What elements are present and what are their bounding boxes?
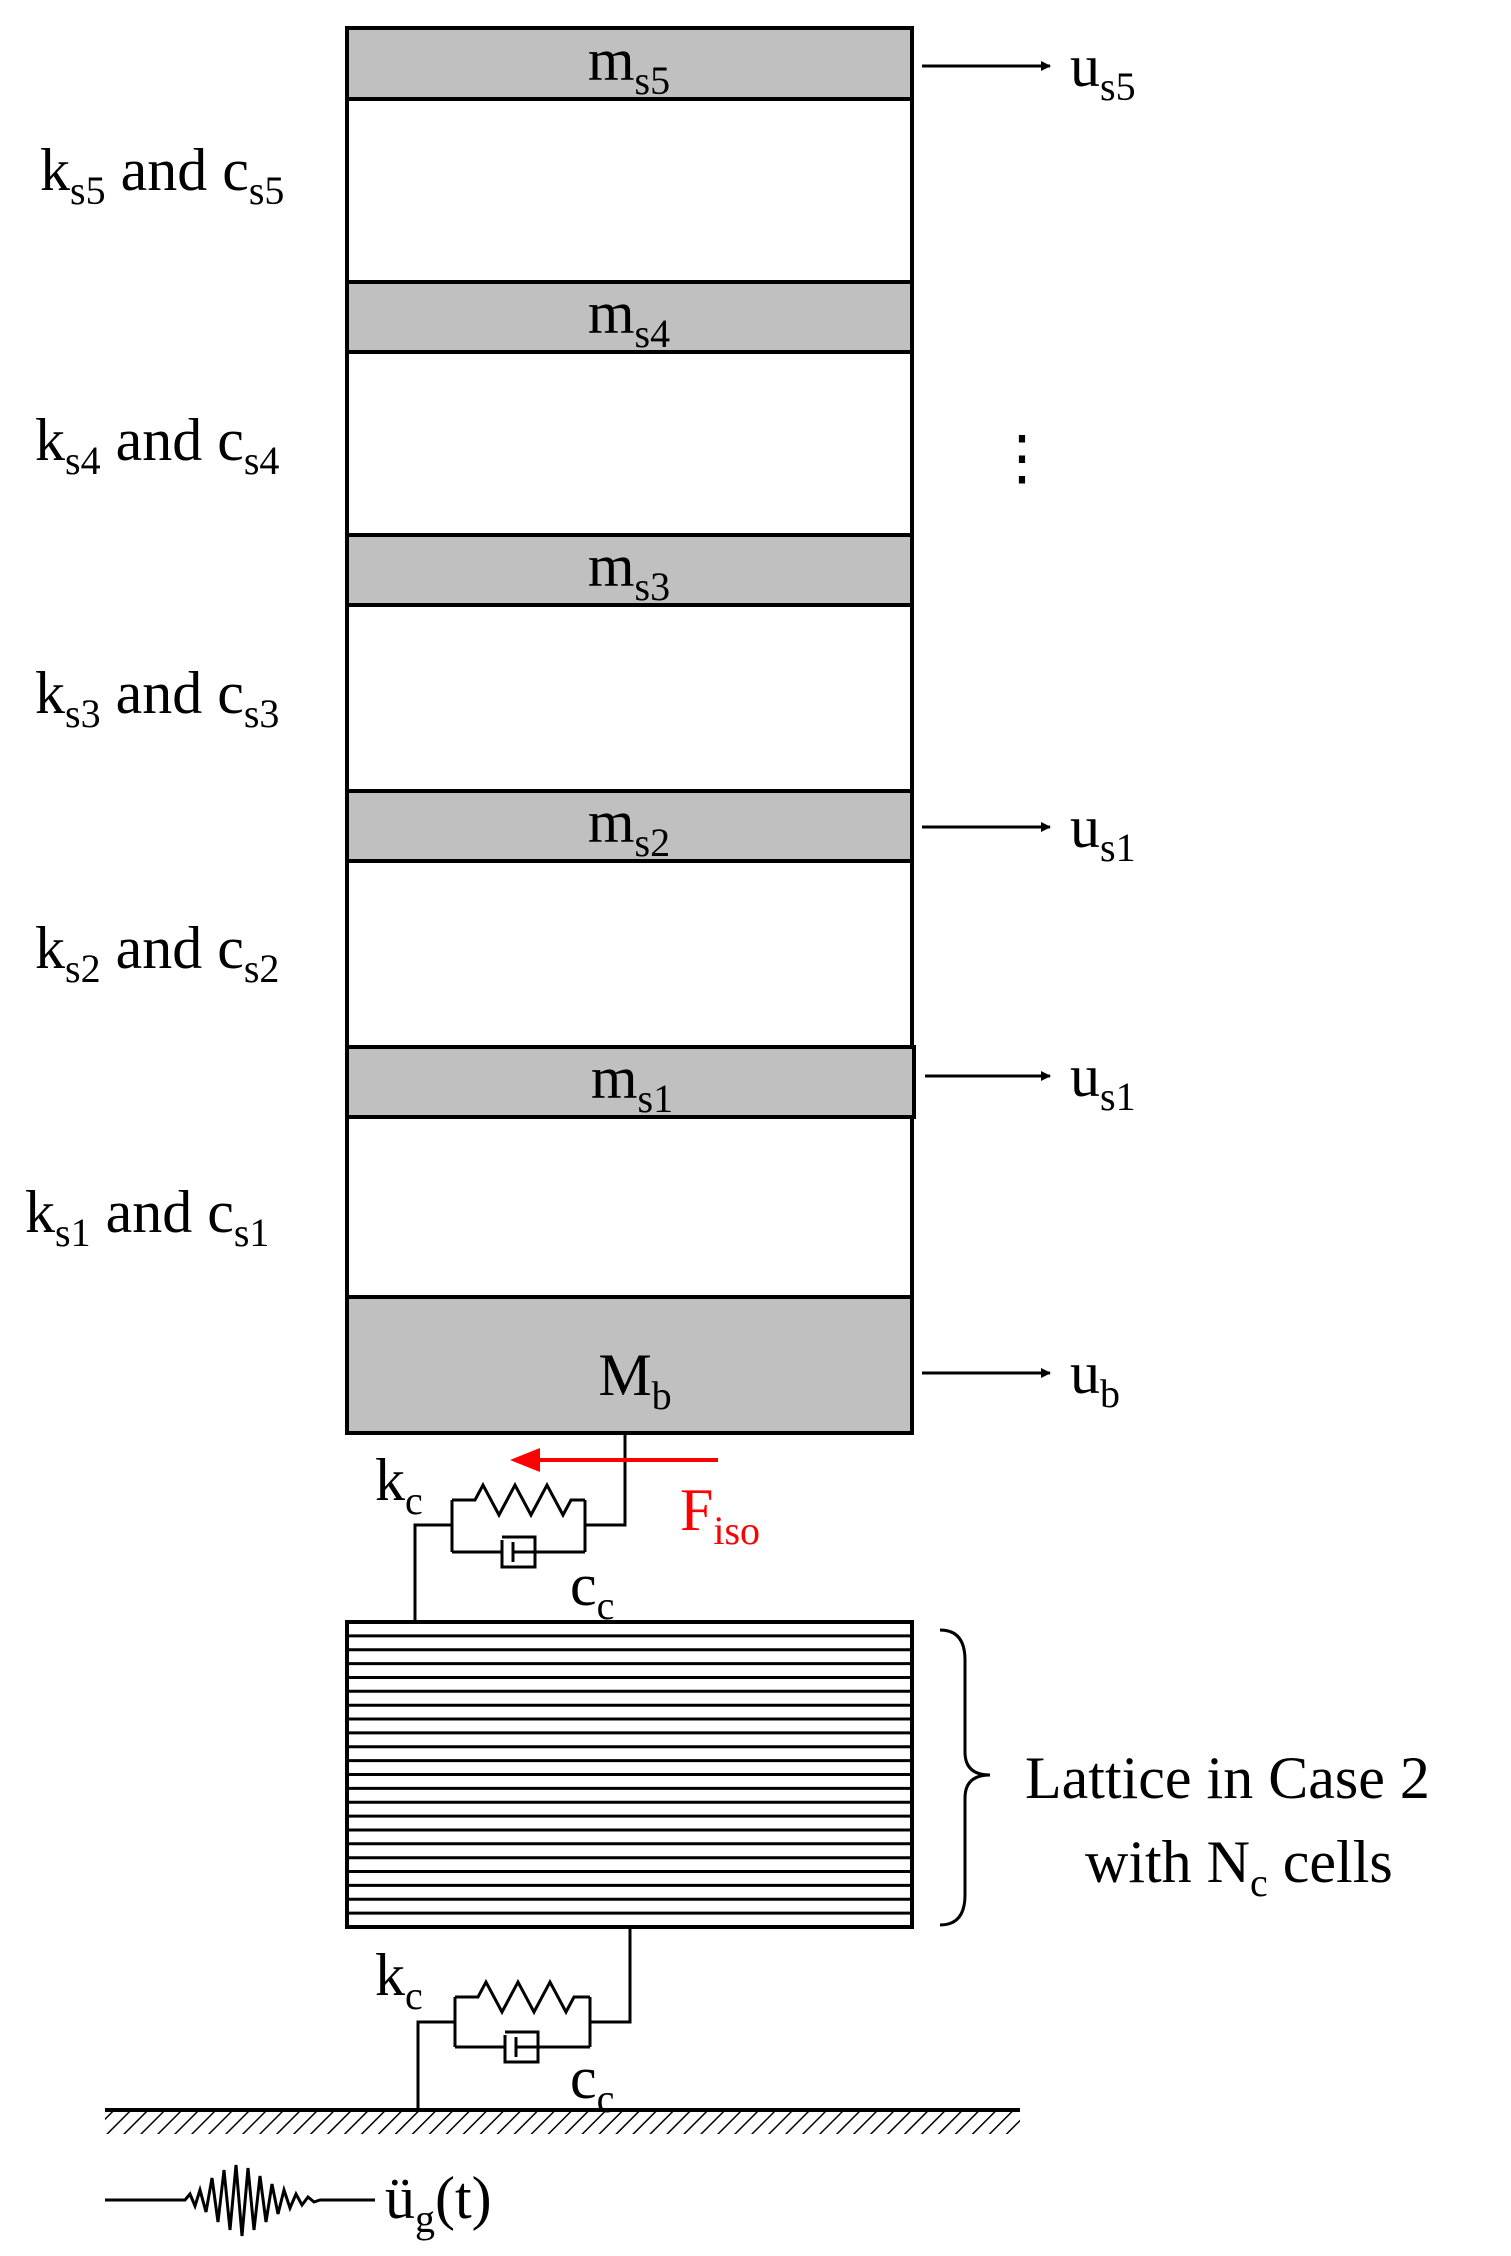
floor-mass-4-base: m: [588, 280, 635, 346]
floor-mass-2-base: m: [588, 789, 635, 855]
svg-text:us1: us1: [1070, 1043, 1136, 1119]
story-label-4: ks4 and cs4: [35, 407, 279, 483]
floor-mass-1-sub: s1: [638, 1076, 674, 1121]
svg-text:ms1: ms1: [591, 1045, 673, 1121]
lattice-brace: [939, 1628, 991, 1927]
floor-mass-4-sub: s4: [635, 311, 671, 356]
bottom-connector: [416, 1927, 632, 2110]
svg-text:Mb: Mb: [598, 1342, 671, 1418]
base-mass-base: M: [598, 1342, 651, 1408]
bottom-spring-label: kc: [375, 1942, 423, 2018]
lattice-block: [345, 1620, 914, 1929]
floor-mass-5: ms5: [345, 26, 914, 103]
svg-text:ms5: ms5: [588, 27, 670, 103]
floor-mass-1: ms1: [345, 1045, 916, 1121]
floor-mass-5-base: m: [588, 27, 635, 93]
top-spring-label: kc: [375, 1447, 423, 1523]
ground-acceleration-label: üg(t): [385, 2165, 492, 2241]
floor-mass-3-sub: s3: [635, 564, 671, 609]
ground-excitation-signal: [105, 2164, 375, 2237]
svg-text:ub: ub: [1070, 1340, 1120, 1416]
floor-mass-5-sub: s5: [635, 58, 671, 103]
story-label-3: ks3 and cs3: [35, 660, 279, 736]
floor-mass-1-base: m: [591, 1045, 638, 1111]
base-mass-sub: b: [652, 1373, 672, 1418]
story-label-1: ks1 and cs1: [25, 1179, 269, 1255]
lattice-label-line1: Lattice in Case 2: [1025, 1745, 1430, 1811]
floor-mass-2-sub: s2: [635, 820, 671, 865]
ground: [105, 2108, 1020, 2134]
svg-text:us1: us1: [1070, 794, 1136, 870]
isolation-force-arrow: [510, 1448, 718, 1472]
story-label-5: ks5 and cs5: [40, 137, 284, 213]
vertical-ellipsis: ⋮: [992, 425, 1052, 491]
svg-text:ms2: ms2: [588, 789, 670, 865]
building-frame: [345, 26, 914, 1435]
svg-text:ms3: ms3: [588, 533, 670, 609]
top-damper-label: cc: [570, 1552, 614, 1628]
floor-mass-2: ms2: [345, 789, 914, 865]
isolation-force-label: Fiso: [680, 1477, 760, 1553]
svg-text:us5: us5: [1070, 33, 1136, 109]
floor-mass-3-base: m: [588, 533, 635, 599]
svg-text:ms4: ms4: [588, 280, 670, 356]
floor-mass-3: ms3: [345, 533, 914, 609]
displacement-us1-upper: us1: [922, 794, 1136, 870]
displacement-ub: ub: [922, 1340, 1120, 1416]
displacement-us5: us5: [922, 33, 1136, 109]
top-connector: [413, 1433, 627, 1622]
story-label-2: ks2 and cs2: [35, 915, 279, 991]
displacement-us1-lower: us1: [925, 1043, 1136, 1119]
base-mass: Mb: [345, 1295, 914, 1435]
floor-mass-4: ms4: [345, 280, 914, 356]
lattice-label-line2: with Nc cells: [1085, 1829, 1393, 1905]
